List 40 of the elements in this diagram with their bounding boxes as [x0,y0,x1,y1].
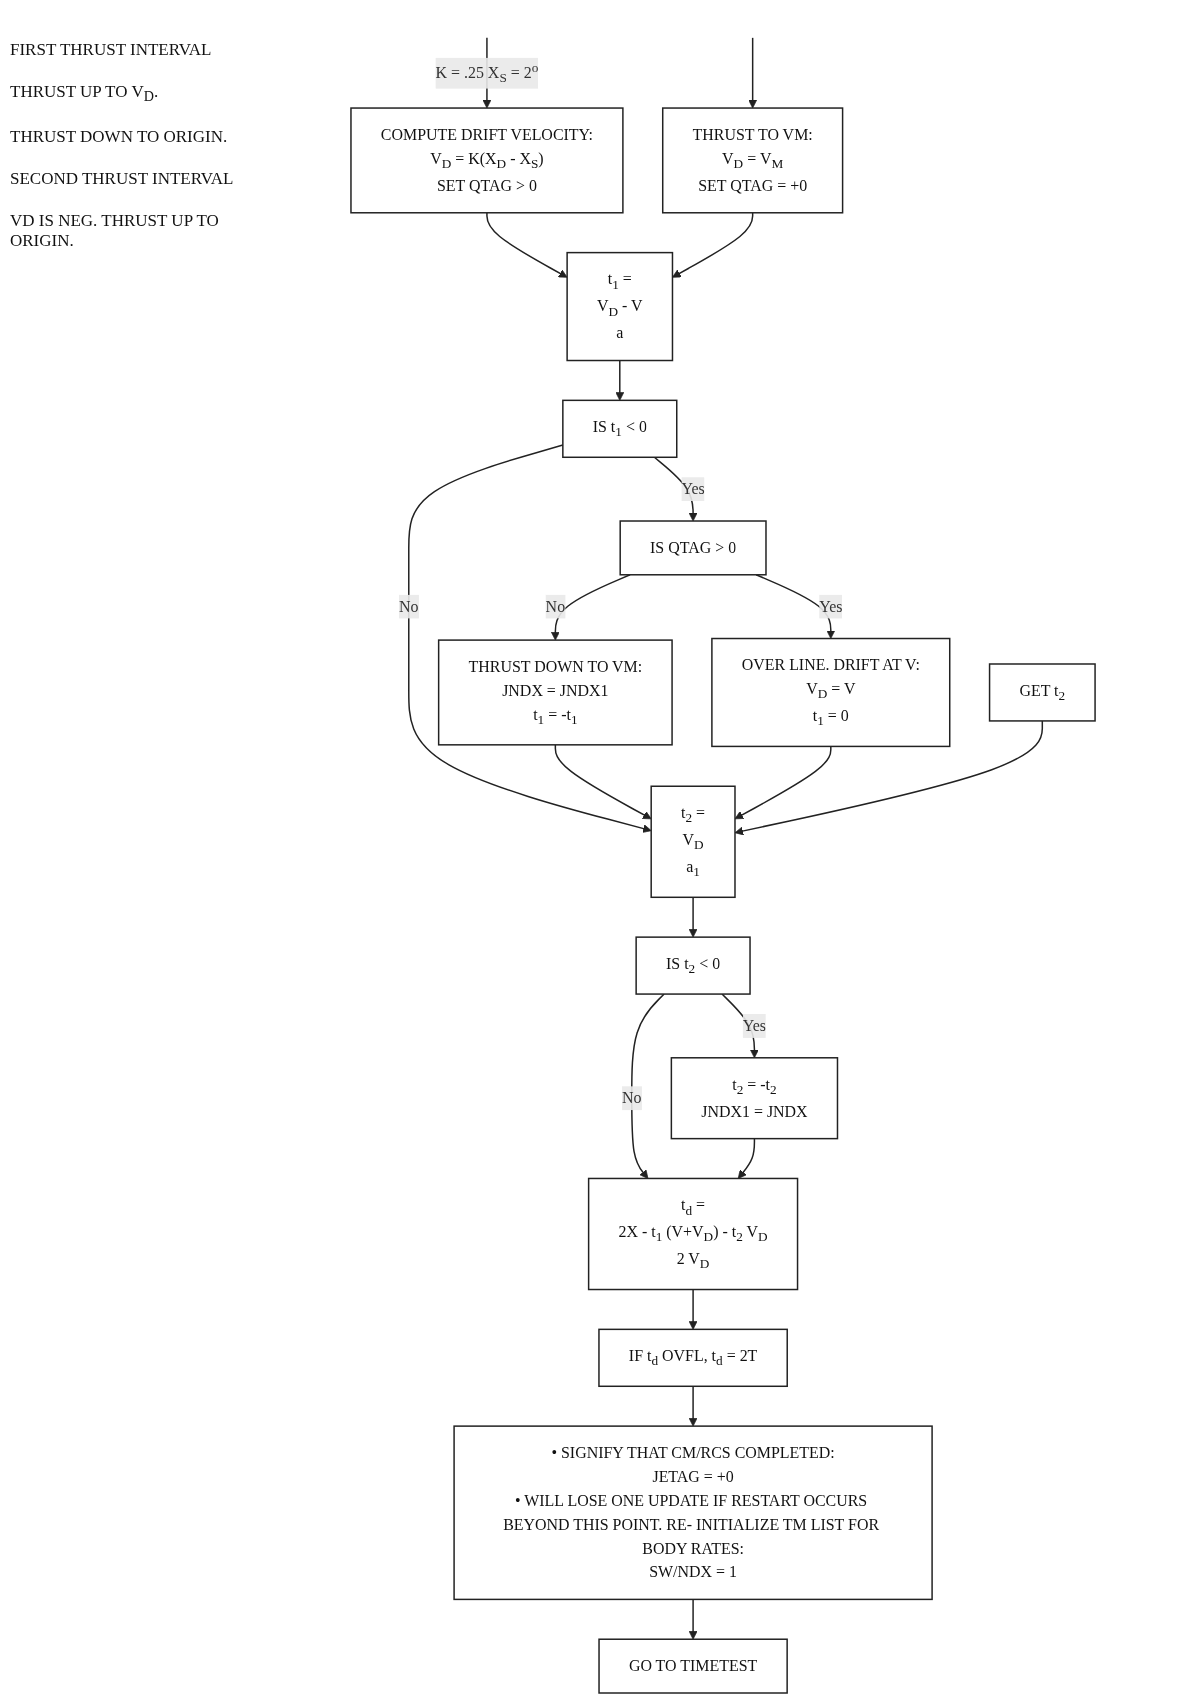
node-box: IS QTAG > 0 [619,520,768,576]
node-box: IS t$_{2}$ < 0 [635,936,752,995]
arrow [631,993,666,1179]
note-text: THRUST UP TO V$_{D}$. [10,82,160,106]
edge-label: No [622,1089,642,1107]
edge-label: No [546,597,566,615]
arrow [735,720,1044,836]
arrow [689,896,698,938]
edge-label: Yes [681,480,706,498]
note-text: THRUST DOWN TO ORIGIN. [10,127,229,148]
arrow [672,212,754,278]
edge-label: No [399,597,419,615]
edge-label: Yes [819,597,843,615]
arrow [689,1288,698,1330]
node-box: t$_{d}$ = 2X - t$_{1}$ (V+V$_{D}$) - t$_{2}$ V$_{D}$ 2 V$_{D}$ [588,1177,799,1291]
edge-label: Yes [743,1016,767,1034]
arrow [748,37,758,109]
arrow [689,1385,698,1427]
node-box: t$_{1}$ = V$_{D}$ - V a [566,251,674,362]
note-text: FIRST THRUST INTERVAL [10,40,213,60]
edge-label: K = .25 X$_{S}$ = 2$^{o}$ [436,59,539,86]
arrow [689,1598,698,1640]
node-box: GET t$_{2}$ [989,663,1097,722]
node-box: COMPUTE DRIFT VELOCITY: V$_{D}$ = K(X$_{D}$ - X$_{S}$) SET QTAG > 0 [350,107,625,214]
arrow [755,574,836,639]
note-text: VD IS NEG. THRUST UP TO ORIGIN. [10,211,220,252]
node-box: THRUST DOWN TO VM: JNDX = JNDX1 t$_{1}$ = -t$_{1}$ [438,639,674,746]
node-box: GO TO TIMETEST [598,1638,789,1694]
arrow [486,212,568,278]
node-box: t$_{2}$ = V$_{D}$ a$_{1}$ [650,785,737,899]
node-box: t$_{2}$ = -t$_{2}$ JNDX1 = JNDX [671,1057,839,1140]
arrow [615,359,625,401]
note-text: SECOND THRUST INTERVAL [10,169,235,190]
arrow [735,745,833,820]
node-box: OVER LINE. DRIFT AT V: V$_{D}$ = V t$_{1}$ = 0 [711,637,951,748]
node-box: THRUST TO VM: V$_{D}$ = V$_{M}$ SET QTAG = +0 [662,107,844,214]
node-box: • SIGNIFY THAT CM/RCS COMPLETED: JETAG = +0 • WILL LOSE ONE UPDATE IF RESTART OCCURS BEYOND THIS POINT. RE- INITIALIZE TM LIST FOR BODY RATES: SW/NDX = 1 [453,1425,934,1601]
node-box: IF t$_{d}$ OVFL, t$_{d}$ = 2T [598,1328,789,1388]
arrow [738,1137,756,1179]
node-box: IS t$_{1}$ < 0 [562,399,678,459]
